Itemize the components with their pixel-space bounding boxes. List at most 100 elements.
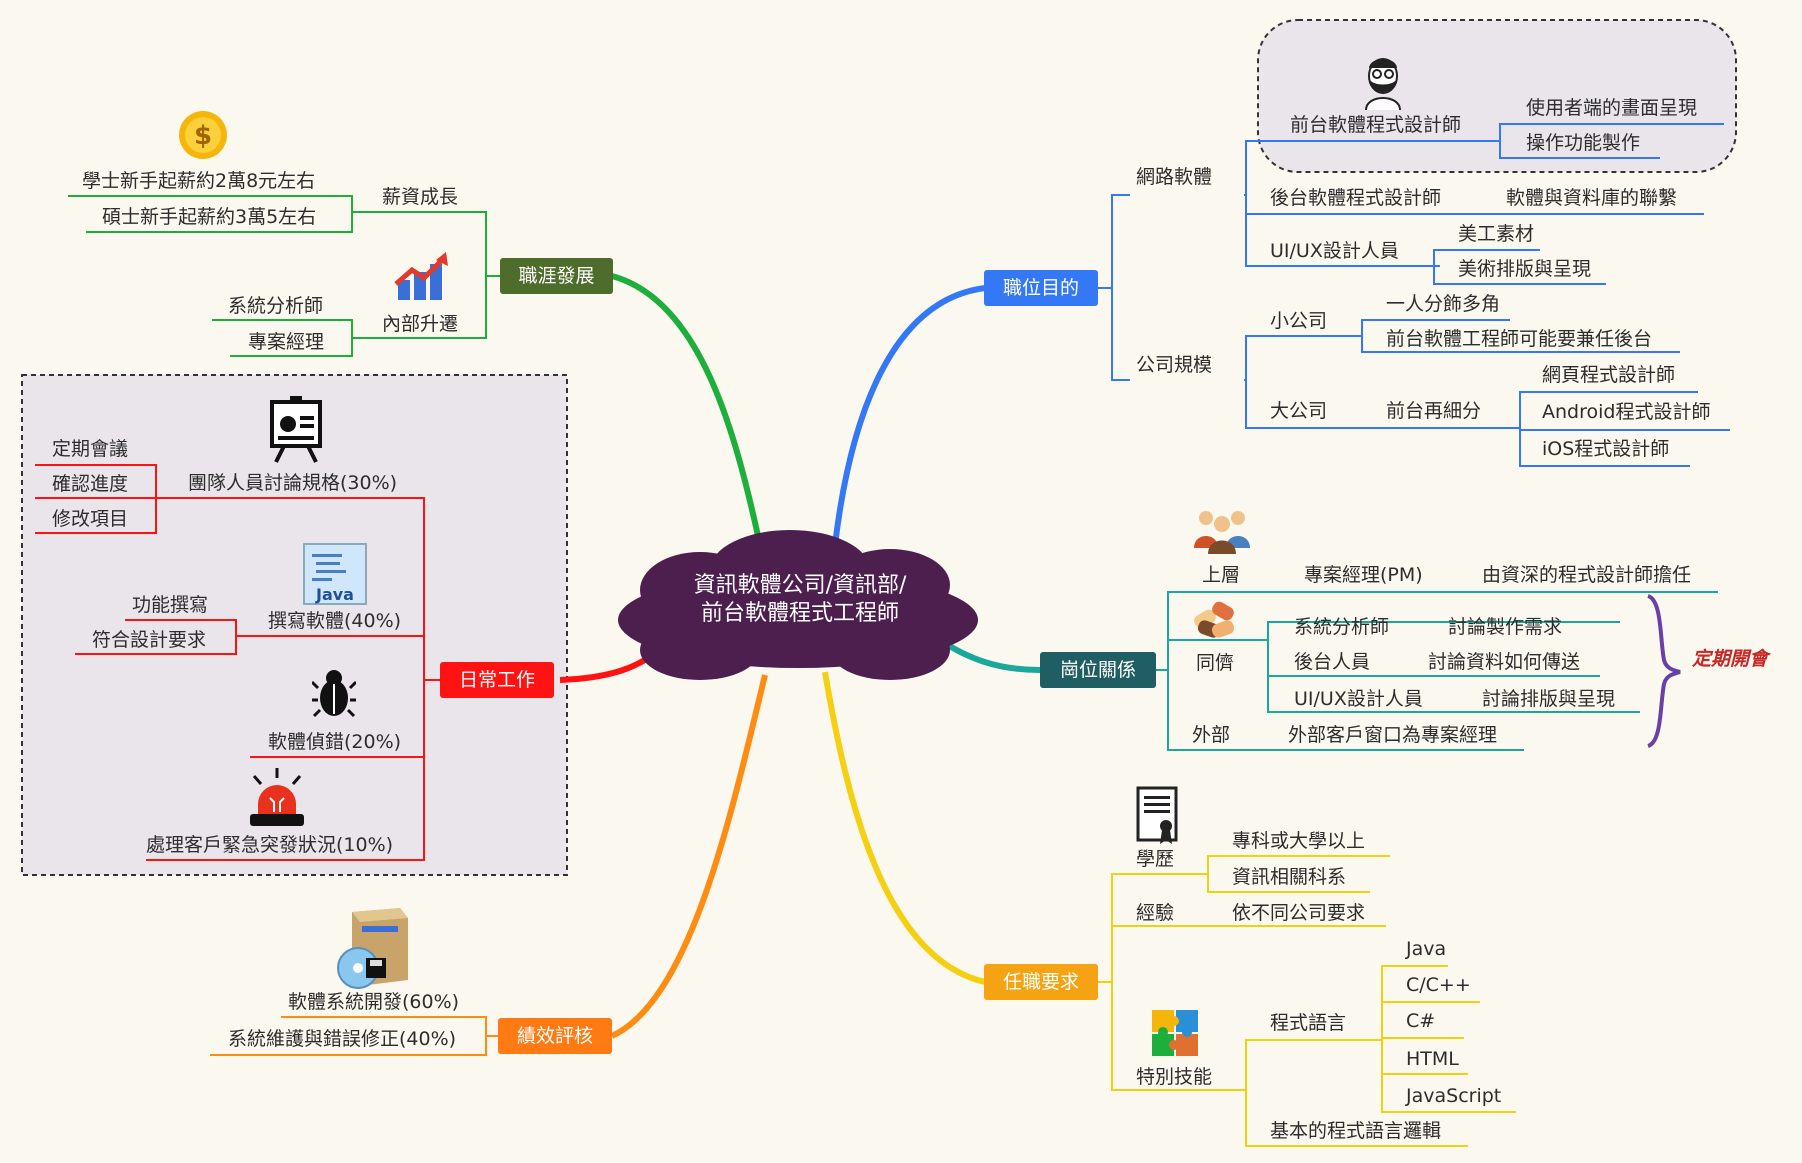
peer-desc-1[interactable]: 討論製作需求: [1448, 616, 1563, 638]
require-experience[interactable]: 經驗: [1136, 902, 1175, 924]
peer-role-1[interactable]: 系統分析師: [1294, 616, 1390, 638]
bug-icon: [310, 666, 358, 722]
career-promotion[interactable]: 內部升遷: [382, 313, 459, 335]
perf-item-1[interactable]: 軟體系統開發(60%): [288, 991, 460, 1013]
topic-daily[interactable]: 日常工作: [440, 662, 554, 698]
dollar-coin-icon: $: [178, 110, 228, 164]
chart-up-arrow-icon: [394, 250, 450, 306]
daily-coding[interactable]: 撰寫軟體(40%): [268, 610, 402, 632]
certificate-icon: [1136, 786, 1178, 850]
meeting-bracket: [1646, 594, 1681, 748]
large-item-3[interactable]: iOS程式設計師: [1542, 438, 1670, 460]
purpose-lines: [1098, 123, 1730, 467]
daily-debug[interactable]: 軟體偵錯(20%): [268, 731, 402, 753]
relation-lines: [1156, 591, 1718, 751]
root-cloud: [618, 530, 978, 680]
bearded-developer-icon: [1360, 54, 1406, 114]
promotion-item-2[interactable]: 專案經理: [248, 331, 325, 353]
meeting-item-2[interactable]: 確認進度: [52, 473, 129, 495]
scale-small[interactable]: 小公司: [1270, 310, 1328, 332]
branch-perf: [610, 674, 768, 1039]
branch-career: [611, 273, 763, 546]
daily-work-boundary: [21, 374, 568, 876]
daily-emergency[interactable]: 處理客戶緊急突發狀況(10%): [146, 834, 394, 856]
upper-desc[interactable]: 由資深的程式設計師擔任: [1482, 564, 1692, 586]
require-skill[interactable]: 特別技能: [1136, 1066, 1213, 1088]
salary-item-2[interactable]: 碩士新手起薪約3萬5左右: [102, 206, 317, 228]
meeting-item-1[interactable]: 定期會議: [52, 438, 129, 460]
topic-career[interactable]: 職涯發展: [500, 258, 613, 294]
branch-purpose: [832, 285, 986, 546]
external-desc[interactable]: 外部客戶窗口為專案經理: [1288, 724, 1498, 746]
education-item-2[interactable]: 資訊相關科系: [1232, 866, 1347, 888]
alarm-siren-icon: [246, 768, 308, 832]
topic-require[interactable]: 任職要求: [984, 964, 1098, 1000]
stacked-hands-icon: [1190, 600, 1240, 648]
coding-item-1[interactable]: 功能撰寫: [132, 594, 209, 616]
peer-desc-2[interactable]: 討論資料如何傳送: [1428, 651, 1581, 673]
java-file-icon: Java: [302, 542, 368, 610]
svg-text:$: $: [194, 121, 212, 151]
frontend-item-1[interactable]: 使用者端的畫面呈現: [1526, 97, 1698, 119]
relation-external[interactable]: 外部: [1192, 724, 1231, 746]
meeting-item-3[interactable]: 修改項目: [52, 508, 129, 530]
skill-languages[interactable]: 程式語言: [1270, 1012, 1347, 1034]
skill-logic[interactable]: 基本的程式語言邏輯: [1270, 1120, 1442, 1142]
lang-item-1[interactable]: Java: [1406, 938, 1447, 960]
lang-item-2[interactable]: C/C++: [1406, 974, 1471, 996]
peer-desc-3[interactable]: 討論排版與呈現: [1482, 688, 1616, 710]
presentation-board-icon: [268, 396, 324, 468]
large-item-1[interactable]: 網頁程式設計師: [1542, 364, 1676, 386]
root-topic[interactable]: 資訊軟體公司/資訊部/ 前台軟體程式工程師: [650, 572, 950, 628]
puzzle-pieces-icon: [1150, 1008, 1200, 1060]
team-people-icon: [1192, 504, 1252, 558]
require-education[interactable]: 學歷: [1136, 848, 1175, 870]
uiux-item-1[interactable]: 美工素材: [1458, 223, 1535, 245]
education-item-1[interactable]: 專科或大學以上: [1232, 830, 1366, 852]
root-line-1: 資訊軟體公司/資訊部/: [693, 573, 907, 598]
purpose-web[interactable]: 網路軟體: [1136, 166, 1213, 188]
peer-role-2[interactable]: 後台人員: [1294, 651, 1371, 673]
small-item-2[interactable]: 前台軟體工程師可能要兼任後台: [1386, 328, 1653, 350]
web-frontend[interactable]: 前台軟體程式設計師: [1290, 114, 1462, 136]
branch-relation: [938, 637, 1041, 673]
svg-text:Java: Java: [315, 585, 354, 604]
lang-item-3[interactable]: C#: [1406, 1010, 1436, 1032]
require-lines: [1098, 855, 1516, 1147]
lang-item-4[interactable]: HTML: [1406, 1048, 1459, 1070]
large-item-2[interactable]: Android程式設計師: [1542, 401, 1711, 423]
topic-perf[interactable]: 績效評核: [498, 1018, 612, 1054]
daily-lines: [35, 464, 440, 861]
large-subdivide[interactable]: 前台再細分: [1386, 400, 1482, 422]
small-item-1[interactable]: 一人分飾多角: [1386, 293, 1501, 315]
meeting-note: 定期開會: [1692, 648, 1769, 670]
coding-item-2[interactable]: 符合設計要求: [92, 629, 207, 651]
promotion-item-1[interactable]: 系統分析師: [228, 295, 324, 317]
experience-item[interactable]: 依不同公司要求: [1232, 902, 1366, 924]
perf-lines: [210, 1016, 498, 1056]
relation-upper[interactable]: 上層: [1202, 564, 1241, 586]
uiux-item-2[interactable]: 美術排版與呈現: [1458, 258, 1592, 280]
software-box-icon: [332, 904, 412, 994]
topic-relation[interactable]: 崗位關係: [1040, 652, 1156, 688]
root-line-2: 前台軟體程式工程師: [700, 601, 899, 626]
backend-item[interactable]: 軟體與資料庫的聯繫: [1506, 187, 1678, 209]
branch-require: [822, 671, 986, 985]
lang-item-5[interactable]: JavaScript: [1406, 1085, 1502, 1107]
perf-item-2[interactable]: 系統維護與錯誤修正(40%): [228, 1028, 457, 1050]
daily-meeting[interactable]: 團隊人員討論規格(30%): [188, 472, 398, 494]
relation-peer[interactable]: 同儕: [1196, 652, 1235, 674]
topic-purpose[interactable]: 職位目的: [984, 270, 1098, 306]
frontend-item-2[interactable]: 操作功能製作: [1526, 132, 1641, 154]
purpose-scale[interactable]: 公司規模: [1136, 354, 1213, 376]
web-backend[interactable]: 後台軟體程式設計師: [1270, 187, 1442, 209]
frontend-boundary: [1257, 19, 1737, 173]
salary-item-1[interactable]: 學士新手起薪約2萬8元左右: [82, 170, 316, 192]
upper-role[interactable]: 專案經理(PM): [1304, 564, 1423, 586]
scale-large[interactable]: 大公司: [1270, 400, 1328, 422]
peer-role-3[interactable]: UI/UX設計人員: [1294, 688, 1423, 710]
career-lines: [68, 195, 500, 357]
career-salary[interactable]: 薪資成長: [382, 186, 459, 208]
web-uiux[interactable]: UI/UX設計人員: [1270, 240, 1399, 262]
